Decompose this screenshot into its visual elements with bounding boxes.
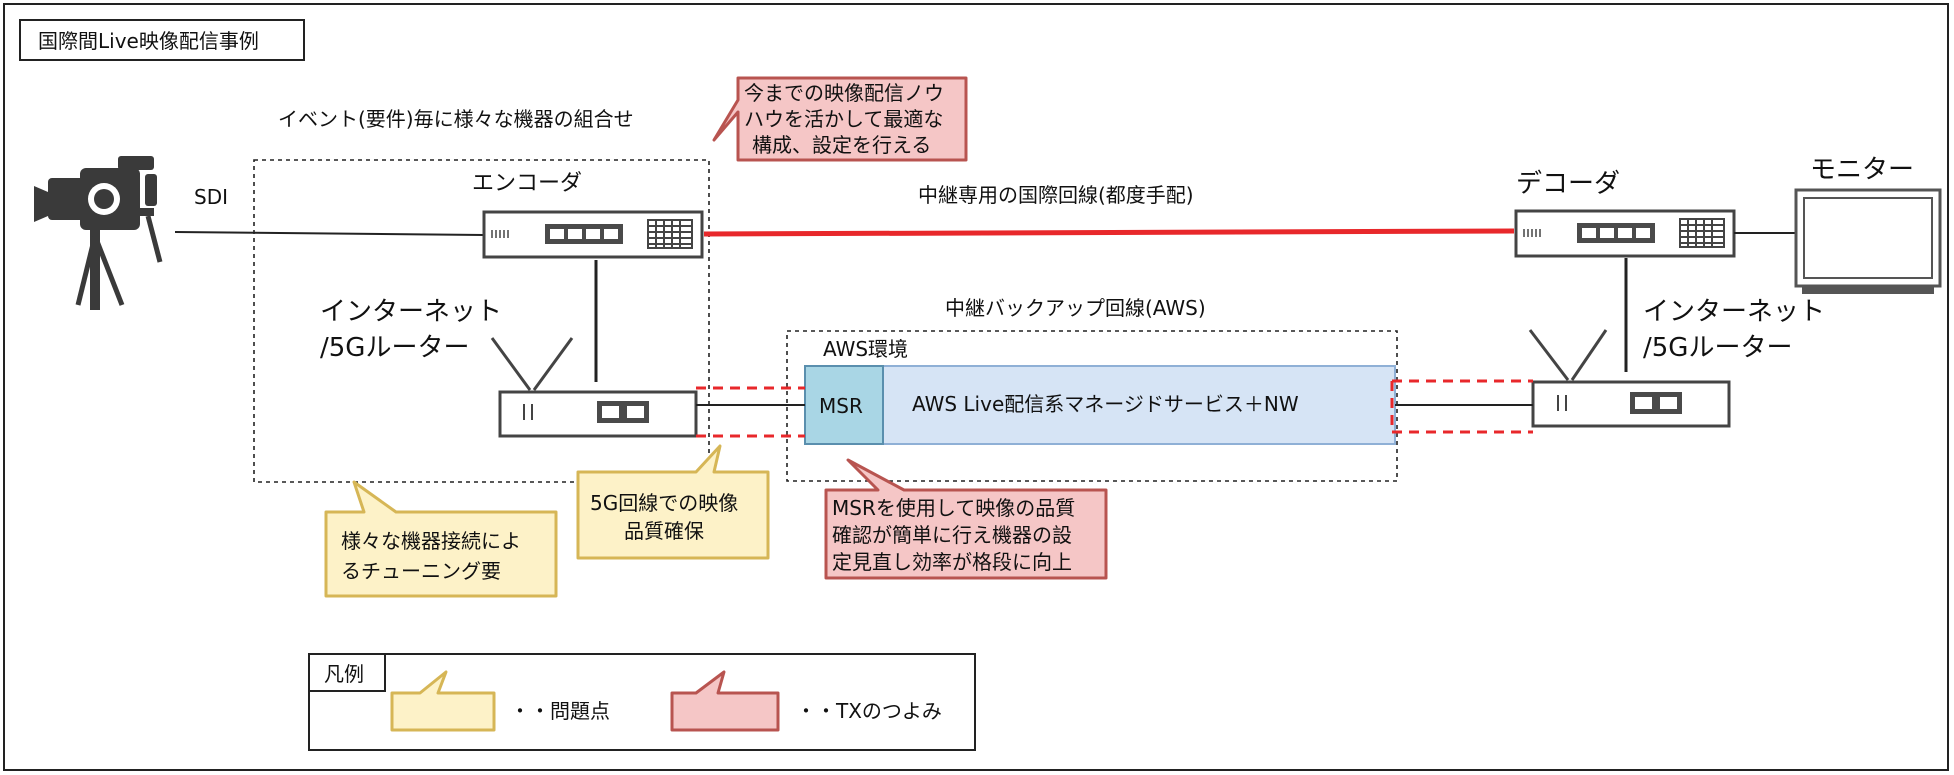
legend-title: 凡例 (324, 662, 364, 686)
callout-issue-5g: 5G回線での映像 品質確保 (576, 444, 770, 560)
event-combo-label: イベント(要件)毎に様々な機器の組合せ (278, 107, 634, 131)
callout-tx-know-how: 今までの映像配信ノウ ハウを活かして最適な 構成、設定を行える (712, 76, 968, 162)
video-camera-icon (34, 156, 163, 310)
intl-line-label: 中継専用の国際回線(都度手配) (918, 183, 1194, 207)
backup-line-label: 中継バックアップ回線(AWS) (945, 296, 1206, 320)
router-left-label-2: /5Gルーター (320, 333, 469, 363)
aws-service-label: AWS Live配信系マネージドサービス＋NW (912, 392, 1299, 416)
diagram-frame (3, 3, 1949, 771)
callout-issue-5g-line1: 5G回線での映像 (590, 491, 738, 515)
event-combo-group (253, 159, 710, 483)
encoder-label: エンコーダ (472, 171, 582, 196)
vent-grille-icon (1679, 218, 1725, 248)
router-right-device (1528, 329, 1731, 428)
network-ports-icon (1577, 223, 1655, 243)
vent-grille-icon (647, 219, 693, 249)
callout-tx-know-how-line3: 構成、設定を行える (752, 133, 931, 157)
aws-env-group (786, 330, 1398, 482)
network-ports-icon (545, 224, 623, 244)
callout-tx-msr-line2: 確認が簡単に行え機器の設 (832, 523, 1072, 547)
encoder-device (482, 210, 704, 259)
sdi-label: SDI (194, 185, 228, 209)
router-left-label-1: インターネット (320, 297, 502, 327)
legend-issue-swatch (390, 670, 496, 732)
callout-issue-tuning: 様々な機器接続によ るチューニング要 (324, 480, 558, 598)
callout-issue-5g-line2: 品質確保 (624, 519, 704, 543)
callout-issue-tuning-line2: るチューニング要 (341, 559, 501, 583)
legend-strength-swatch (670, 670, 780, 732)
decoder-label: デコーダ (1516, 169, 1620, 199)
callout-tx-know-how-line1: 今までの映像配信ノウ (744, 81, 944, 105)
legend: 凡例 ・・問題点 ・・TXのつよみ (308, 653, 976, 751)
router-right-label-1: インターネット (1643, 297, 1825, 327)
title-box: 国際間Live映像配信事例 (19, 19, 305, 61)
diagram-title: 国際間Live映像配信事例 (38, 29, 259, 53)
callout-tx-msr-line3: 定見直し効率が格段に向上 (832, 550, 1072, 574)
msr-label: MSR (819, 394, 863, 418)
aws-env-label: AWS環境 (823, 337, 908, 361)
sdi-cable (174, 231, 485, 236)
monitor-label: モニター (1810, 155, 1914, 185)
router-left-device (490, 337, 698, 438)
international-line (703, 228, 1515, 237)
legend-strength-label: ・・TXのつよみ (796, 699, 942, 723)
msr-box (804, 365, 884, 445)
callout-tx-msr-line1: MSRを使用して映像の品質 (832, 496, 1075, 520)
legend-issue-label: ・・問題点 (510, 699, 610, 723)
callout-tx-msr: MSRを使用して映像の品質 確認が簡単に行え機器の設 定見直し効率が格段に向上 (824, 458, 1108, 580)
monitor-icon (1794, 188, 1942, 294)
callout-tx-know-how-line2: ハウを活かして最適な (744, 107, 943, 131)
router-right-label-2: /5Gルーター (1643, 333, 1792, 363)
aws-service-bar (804, 365, 1396, 445)
decoder-device (1514, 209, 1736, 258)
callout-issue-tuning-line1: 様々な機器接続によ (341, 529, 521, 553)
